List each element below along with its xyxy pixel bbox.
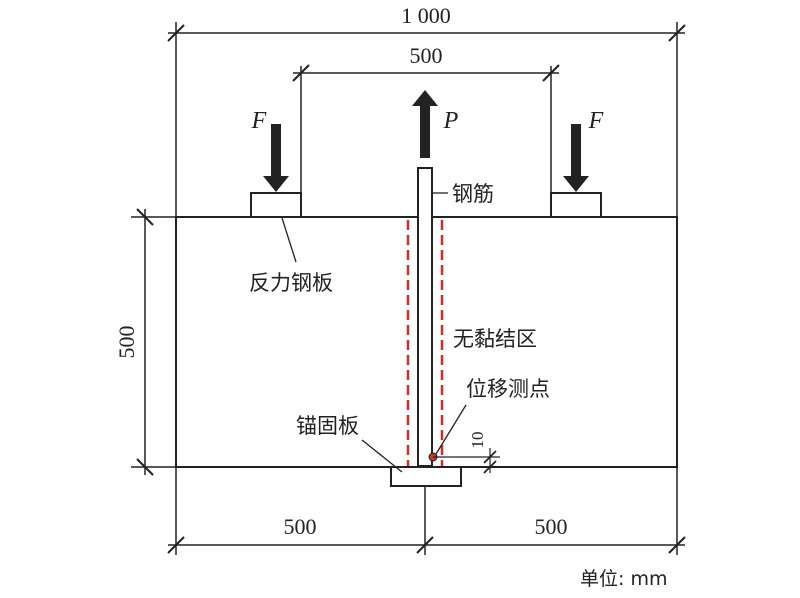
dim-right-half-label: 500 bbox=[535, 514, 568, 539]
anchor-plate bbox=[390, 466, 462, 487]
force-arrow-right bbox=[563, 124, 589, 192]
leader-reaction-plate bbox=[281, 217, 297, 263]
dim-load-spacing-label: 500 bbox=[410, 43, 443, 68]
unbonded-zone-label: 无黏结区 bbox=[453, 327, 537, 351]
dim-gauge-offset-label: 10 bbox=[468, 432, 487, 449]
rebar-bar bbox=[417, 167, 433, 467]
force-arrow-left bbox=[263, 124, 289, 192]
dim-total-width bbox=[167, 22, 686, 217]
force-label-right: F bbox=[588, 108, 604, 134]
dim-height-label: 500 bbox=[114, 326, 139, 359]
measuring-point-label: 位移测点 bbox=[466, 377, 550, 401]
dim-bottom bbox=[167, 467, 686, 555]
anchor-plate-label: 锚固板 bbox=[296, 414, 359, 438]
force-label-left: F bbox=[251, 108, 267, 134]
rebar-label: 钢筋 bbox=[452, 182, 494, 206]
unit-note: 单位: mm bbox=[580, 568, 667, 590]
dim-height bbox=[131, 208, 176, 476]
pull-force-label: P bbox=[443, 108, 459, 134]
dim-gauge-offset bbox=[433, 448, 500, 474]
dim-left-half-label: 500 bbox=[284, 514, 317, 539]
reaction-plate-left bbox=[250, 192, 302, 218]
dim-load-spacing bbox=[292, 64, 560, 193]
reaction-plate-label: 反力钢板 bbox=[249, 271, 333, 295]
leader-measuring-point bbox=[435, 404, 467, 455]
leader-anchor-plate bbox=[361, 439, 403, 473]
pull-arrow bbox=[412, 90, 438, 158]
dim-total-width-label: 1 000 bbox=[401, 3, 451, 28]
reaction-plate-right bbox=[550, 192, 602, 218]
